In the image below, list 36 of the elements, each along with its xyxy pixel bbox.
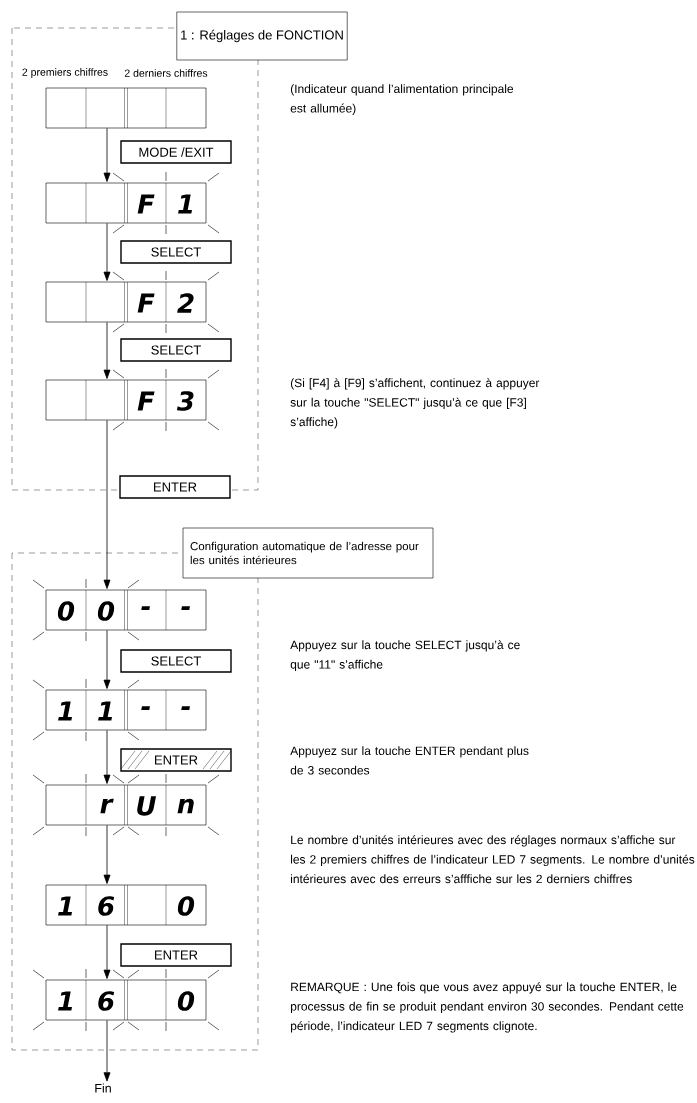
arrow [103,729,111,784]
led-display: 0 0 - - [32,578,207,642]
led-display: F 3 [45,368,220,432]
end-text: Fin [95,1083,111,1093]
note-text: REMARQUE : Une fois que vous avez appuyé sur la touche ENTER, le processus de fin se produit pendant environ 30 secondes. Pendant cette période, l’indicateur LED 7 segments clignote. [290,982,684,1033]
key-button: ENTER [119,475,231,499]
led-display: F 1 [45,171,220,235]
arrow [103,629,111,689]
digit-caption: 2 derniers chiffres [124,69,208,77]
arrow [103,127,111,182]
led-display: F 2 [45,270,220,334]
note-text: Appuyez sur la touche ENTER pendant plus de 3 secondes [290,746,529,775]
note-text: (Si [F4] à [F9] s’affichent, continuez à appuyer sur la touche "SELECT" jusqu’à ce que [F3] s’affiche) [290,378,540,429]
arrow [103,419,111,589]
led-display: 1 1 - - [32,678,207,742]
digit-caption: 2 premiers chiffres [22,68,108,78]
key-button: ENTER [120,943,232,967]
heading-box: 1 : Réglages de FONCTION [176,11,348,61]
key-button: SELECT [120,649,232,673]
led-display [45,87,207,129]
key-button: MODE /EXIT [120,140,232,164]
note-text: Appuyez sur la touche SELECT jusqu’à ce que "11" s’affiche [290,640,520,672]
key-button: ENTER [120,748,232,772]
arrow [103,1019,111,1082]
key-button: SELECT [120,338,232,362]
arrow [103,824,111,884]
led-display: r U n [32,773,220,837]
key-button: SELECT [120,240,232,264]
led-display: 1 6 0 [32,968,220,1032]
arrow [103,321,111,379]
heading-box: Configuration automatique de l’adresse pour les unités intérieures [182,527,434,579]
arrow [103,924,111,979]
note-text: (Indicateur quand l’alimentation principale est allumée) [290,84,514,115]
arrow [103,222,111,281]
note-text: Le nombre d’unités intérieures avec des réglages normaux s’affiche sur les 2 premiers chiffres de l’indicateur LED 7 segments. Le nombre d’unités intérieures avec des erreurs s’afffiche sur les 2 derniers chiffres [291,835,695,884]
led-display: 1 6 0 [45,884,207,926]
